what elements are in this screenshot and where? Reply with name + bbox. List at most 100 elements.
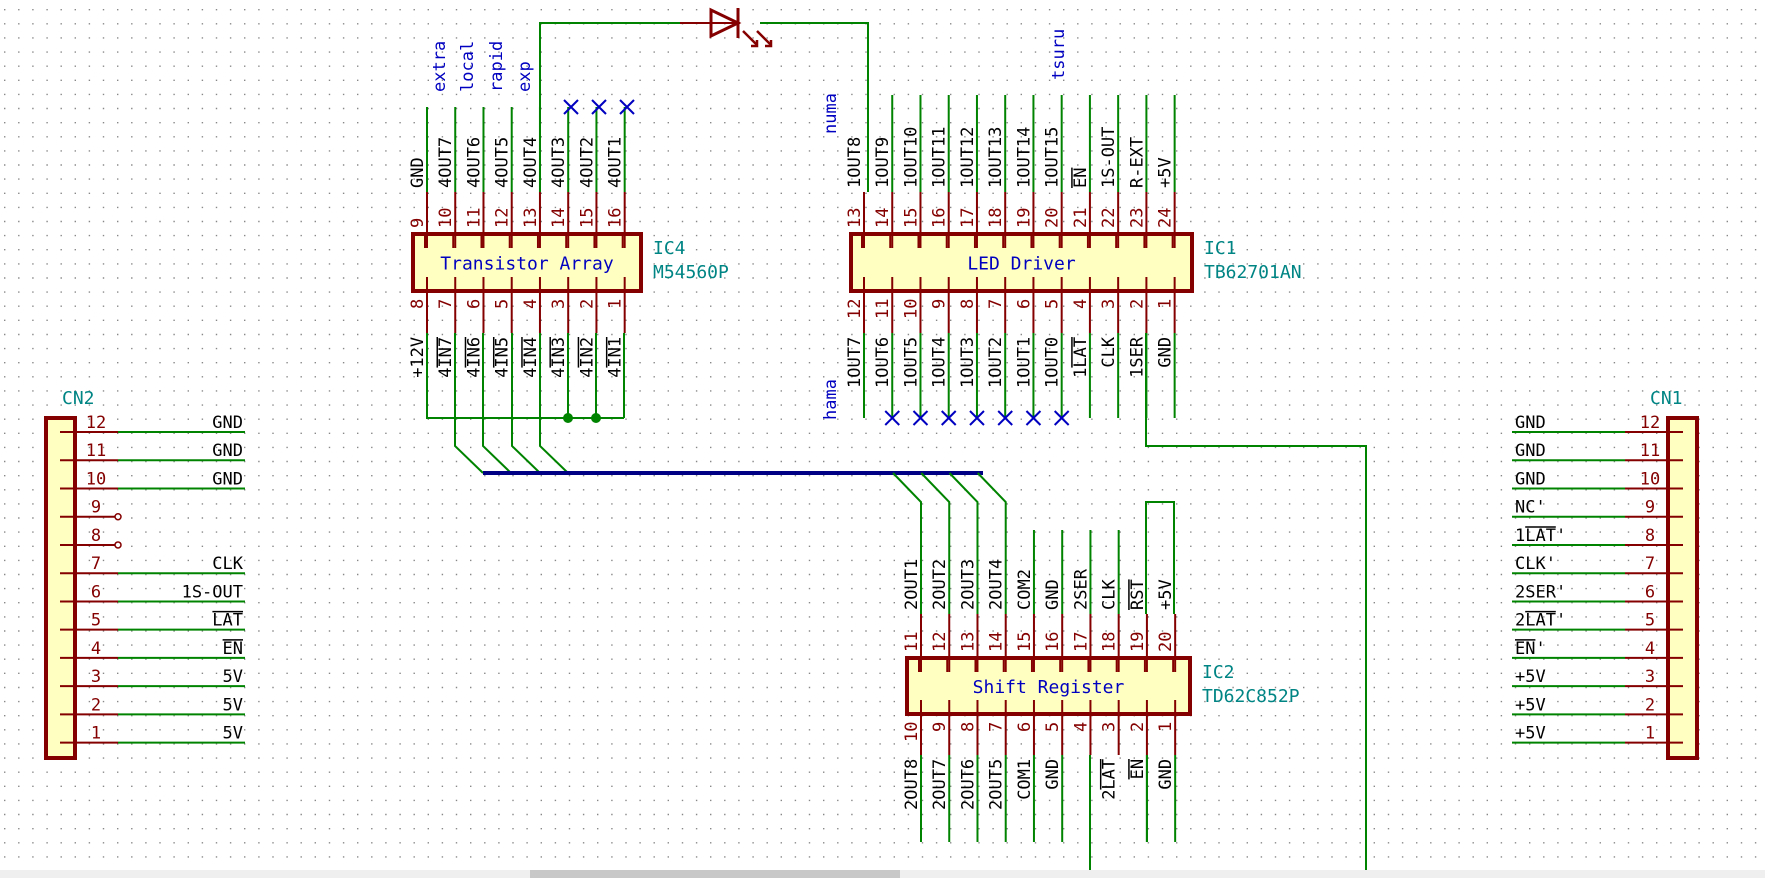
wire-bus-to-ic2-1[interactable] bbox=[920, 472, 951, 614]
ic2-component[interactable]: Shift RegisterIC2TD62C852P112OUT1122OUT2… bbox=[902, 559, 1300, 810]
ic4-component[interactable]: Transistor ArrayIC4M54560P9GND104OUT7114… bbox=[408, 137, 729, 378]
led-diode[interactable] bbox=[680, 7, 773, 48]
wire-led-to-1out8[interactable] bbox=[760, 22, 869, 192]
horizontal-scrollbar[interactable] bbox=[0, 870, 1765, 878]
cn1-pin-2[interactable]: 2+5V bbox=[1515, 695, 1683, 716]
wire-exp-to-led[interactable] bbox=[539, 22, 680, 192]
ic1-body[interactable] bbox=[849, 232, 1194, 293]
cn1-body[interactable] bbox=[1666, 416, 1699, 760]
cn1-pin-1[interactable]: 1+5V bbox=[1515, 724, 1683, 744]
wire-ic4-in-to-bus-0[interactable] bbox=[454, 333, 484, 474]
wire-ic4-in-to-bus-2[interactable] bbox=[511, 333, 541, 474]
wire-1ser-to-2lat[interactable] bbox=[1089, 333, 1367, 870]
ic4-body[interactable] bbox=[411, 232, 643, 293]
wire-ic4-in-to-bus-1[interactable] bbox=[482, 333, 512, 474]
pin-4[interactable]: 4 bbox=[1071, 700, 1092, 755]
ic2-body[interactable] bbox=[905, 656, 1192, 716]
pin-23[interactable]: 23R-EXT bbox=[1127, 137, 1148, 248]
cn2-body[interactable] bbox=[44, 416, 77, 760]
wire-bus-to-ic2-0[interactable] bbox=[892, 472, 922, 614]
wire-ic4-12v-tie[interactable] bbox=[426, 333, 624, 419]
cn2-pin-8[interactable]: 8 bbox=[60, 526, 122, 549]
pin-2[interactable]: 2EN bbox=[1128, 700, 1148, 780]
cn1-pin-3[interactable]: 3+5V bbox=[1515, 667, 1683, 688]
ic1-component[interactable]: LED DriverIC1TB62701AN131OUT8141OUT9151O… bbox=[845, 127, 1302, 388]
wire-bus-to-ic2-3[interactable] bbox=[977, 472, 1007, 614]
cn1-pin-4[interactable]: 4EN' bbox=[1515, 639, 1683, 659]
pin-20[interactable]: 20+5V bbox=[1156, 579, 1177, 672]
cn2-pin-9[interactable]: 9 bbox=[60, 498, 122, 521]
cn1-pin-9[interactable]: 9NC' bbox=[1515, 498, 1683, 518]
wire-ic2-rst-5v[interactable] bbox=[1145, 501, 1175, 614]
pin-24[interactable]: 24+5V bbox=[1156, 157, 1176, 248]
wire-ic4-in-to-bus-3[interactable] bbox=[539, 333, 569, 474]
